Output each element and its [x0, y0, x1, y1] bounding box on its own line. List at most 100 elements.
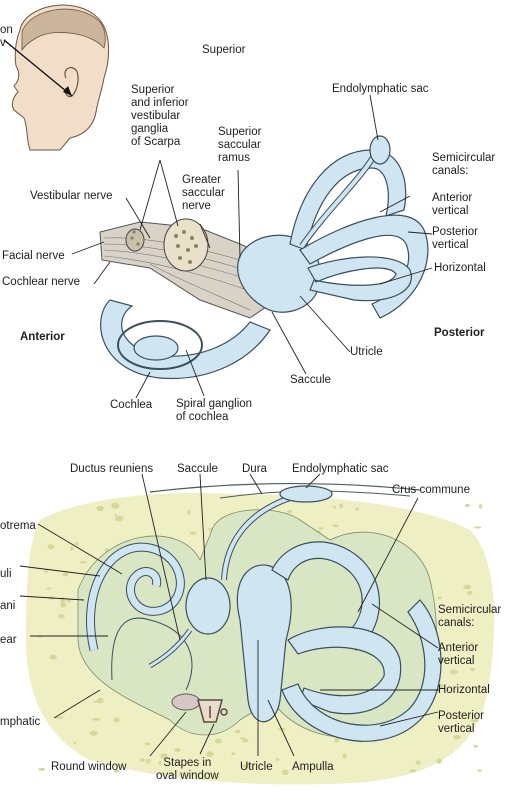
bone-pore: [438, 597, 442, 600]
orientation-anterior: Anterior: [20, 331, 65, 344]
bone-pore: [334, 740, 338, 743]
label-posterior-vertical-bottom: Posterior vertical: [438, 710, 484, 736]
bone-pore: [470, 668, 475, 671]
label-scala-tympani: ani: [0, 600, 15, 613]
bone-pore: [67, 599, 71, 602]
endolymphatic-sac-bottom: [280, 486, 332, 502]
label-saccule-top: Saccule: [290, 374, 331, 387]
label-endolymphatic-sac-bottom: Endolymphatic sac: [292, 463, 389, 476]
label-horizontal-bottom: Horizontal: [438, 684, 490, 697]
bone-pore: [415, 761, 420, 765]
label-dura: Dura: [242, 463, 267, 476]
bone-pore: [450, 670, 458, 675]
membranous-labyrinth-top: [100, 136, 428, 378]
bone-pore: [70, 546, 74, 550]
bone-pore: [174, 748, 181, 752]
label-utricle-bottom: Utricle: [240, 761, 273, 774]
bone-pore: [38, 768, 45, 771]
cochlea-coil-inner: [134, 336, 178, 360]
bone-pore: [58, 614, 65, 619]
bone-pore: [240, 737, 246, 739]
label-cochlear-duct: ear: [0, 634, 17, 647]
bone-pore: [235, 730, 241, 734]
label-horizontal-top: Horizontal: [434, 262, 486, 275]
bone-pore: [215, 739, 222, 744]
bone-pore: [474, 745, 478, 748]
bone-pore: [479, 504, 483, 509]
bone-pore: [97, 698, 104, 704]
bone-pore: [465, 504, 470, 507]
label-endolymphatic-sac-top: Endolymphatic sac: [332, 83, 429, 96]
bone-pore: [467, 591, 473, 595]
bone-pore: [437, 758, 442, 764]
bone-pore: [50, 655, 57, 660]
orientation-superior: Superior: [202, 44, 245, 57]
bone-pore: [90, 731, 98, 736]
bone-pore: [333, 506, 336, 509]
bone-pore: [231, 752, 235, 755]
bone-pore: [111, 503, 119, 509]
bone-pore: [80, 561, 88, 564]
label-greater-saccular-nerve: Greater saccular nerve: [182, 174, 225, 213]
bone-pore: [75, 542, 79, 545]
label-scala-vestibuli: uli: [0, 568, 12, 581]
bone-pore: [339, 504, 343, 508]
label-helicotrema: otrema: [0, 520, 36, 533]
label-semicircular-canals-bottom: Semicircular canals:: [438, 604, 501, 630]
view-label-line2: v: [0, 37, 6, 50]
label-crus-commune: Crus commune: [392, 484, 470, 497]
label-utricle-top: Utricle: [350, 346, 383, 359]
bone-pore: [114, 514, 117, 516]
bone-pore: [276, 758, 280, 761]
bone-pore: [474, 526, 482, 528]
bone-pore: [333, 524, 339, 527]
bone-pore: [44, 570, 48, 573]
label-posterior-vertical-top: Posterior vertical: [432, 226, 478, 252]
bone-pore: [60, 597, 65, 603]
label-scarpa-ganglia: Superior and inferior vestibular ganglia…: [131, 84, 189, 149]
bone-pore: [146, 759, 150, 764]
label-cochlear-nerve: Cochlear nerve: [2, 276, 80, 289]
label-facial-nerve: Facial nerve: [2, 250, 65, 263]
label-ductus-reuniens: Ductus reuniens: [70, 463, 153, 476]
bone-pore: [355, 507, 359, 510]
label-round-window: Round window: [51, 761, 126, 774]
bone-pore: [73, 742, 76, 744]
bone-pore: [282, 770, 289, 775]
label-semicircular-canals-top: Semicircular canals:: [432, 152, 495, 178]
bone-pore: [343, 753, 347, 758]
label-ampulla: Ampulla: [292, 761, 334, 774]
label-anterior-vertical-bottom: Anterior vertical: [438, 642, 478, 668]
bone-pore: [140, 758, 145, 762]
endolymphatic-sac-top: [370, 136, 390, 164]
label-vestibular-nerve: Vestibular nerve: [30, 190, 112, 203]
bone-pore: [92, 718, 100, 721]
bone-pore: [189, 532, 196, 535]
label-saccule-bottom: Saccule: [177, 463, 218, 476]
label-perilymphatic: mphatic: [0, 716, 40, 729]
bone-pore: [145, 742, 151, 745]
view-label-line1: on: [0, 24, 13, 37]
bone-pore: [115, 516, 124, 522]
saccule-bottom: [186, 578, 230, 634]
orientation-posterior: Posterior: [434, 327, 485, 340]
head-orientation-icon: [4, 5, 109, 150]
bone-pore: [463, 585, 471, 590]
bone-pore: [97, 506, 104, 511]
bone-pore: [47, 544, 54, 549]
round-window: [172, 694, 200, 710]
bone-pore: [477, 770, 482, 772]
label-anterior-vertical-top: Anterior vertical: [432, 192, 472, 218]
bone-pore: [287, 510, 292, 513]
bone-pore: [113, 718, 119, 722]
label-superior-saccular-ramus: Superior saccular ramus: [218, 126, 261, 165]
label-cochlea: Cochlea: [110, 399, 152, 412]
label-spiral-ganglion: Spiral ganglion of cochlea: [176, 398, 252, 424]
bone-pore: [318, 527, 323, 529]
temporal-bone-section: [26, 484, 494, 785]
bone-pore: [409, 769, 417, 772]
label-stapes: Stapes in oval window: [156, 757, 219, 783]
bone-pore: [63, 572, 69, 576]
